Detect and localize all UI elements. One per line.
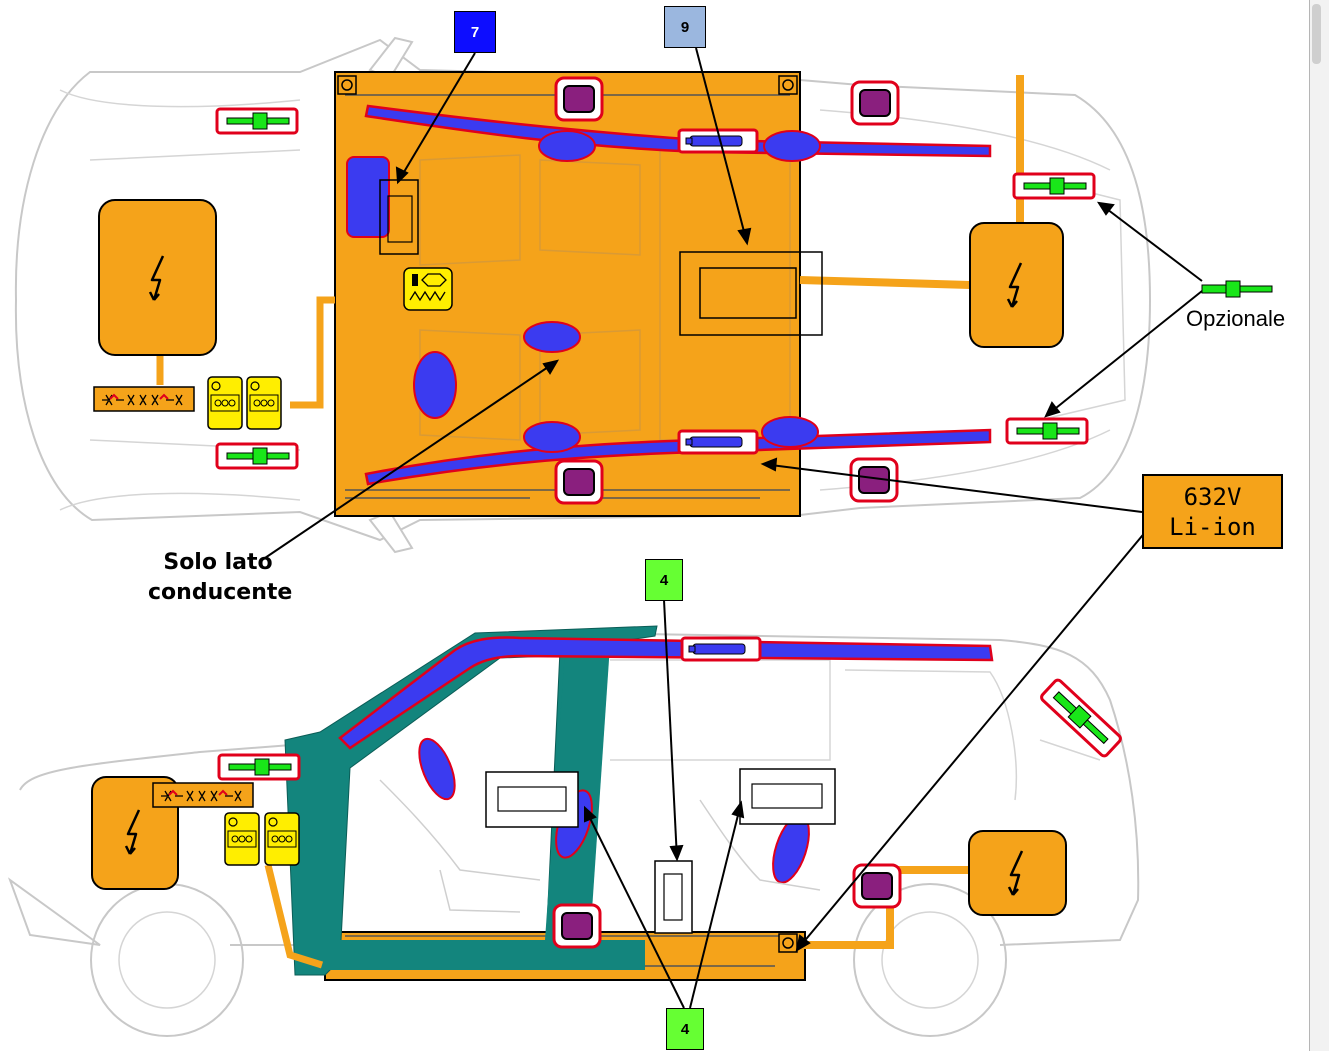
top-hv-cable-front bbox=[156, 296, 335, 409]
top-view-body-outline bbox=[14, 38, 1152, 542]
scrollbar-track[interactable] bbox=[1309, 0, 1329, 1051]
top-corner-bolt-hole-2 bbox=[782, 79, 794, 91]
callout-tag-7: 7 bbox=[454, 11, 496, 53]
top-side-airbag-rear-left bbox=[763, 130, 821, 162]
top-side-airbag-rear-right bbox=[761, 416, 819, 448]
top-gas-strut-front-right bbox=[215, 442, 299, 470]
top-corner-bolt-2 bbox=[778, 75, 798, 95]
battery-voltage-label: 632V bbox=[1183, 482, 1242, 511]
side-corner-bolt-hole bbox=[782, 937, 794, 949]
top-view-car bbox=[14, 36, 1273, 554]
side-hv-cable-front bbox=[264, 864, 324, 969]
top-control-unit-9-inner bbox=[699, 267, 797, 319]
top-rear-hv-unit bbox=[969, 222, 1064, 348]
callout-tag-4-top: 4 bbox=[645, 559, 683, 601]
side-rear-wheel-inner bbox=[881, 911, 979, 1009]
side-fuse-icon bbox=[152, 782, 254, 808]
side-control-unit-rear-inner bbox=[751, 783, 823, 809]
side-seat-outlines bbox=[379, 779, 821, 913]
top-control-unit-7-inner bbox=[387, 195, 413, 243]
side-view-car bbox=[7, 625, 1140, 1037]
top-pretensioner-front-left bbox=[554, 76, 604, 122]
top-gas-strut-rear-left bbox=[1012, 172, 1096, 200]
battery-type-label: Li-ion bbox=[1169, 512, 1256, 541]
side-rear-wheel bbox=[853, 883, 1007, 1037]
side-pretensioner-rear bbox=[852, 863, 902, 909]
top-knee-airbag bbox=[413, 351, 457, 419]
top-low-voltage-box-1 bbox=[207, 376, 243, 430]
top-side-airbag-front-left bbox=[538, 130, 596, 162]
side-curtain-airbag bbox=[338, 636, 994, 750]
top-view-mirror-bottom bbox=[368, 510, 414, 554]
top-inflator-right bbox=[677, 429, 759, 455]
top-low-voltage-box-2 bbox=[246, 376, 282, 430]
top-view-hood-lines bbox=[59, 89, 301, 511]
top-corner-bolt-hole bbox=[341, 79, 353, 91]
side-gas-strut-tailgate bbox=[1040, 678, 1122, 758]
side-control-unit-front-inner bbox=[497, 786, 567, 812]
side-control-unit-front bbox=[485, 771, 579, 828]
top-pretensioner-rear-left bbox=[850, 80, 900, 126]
side-rear-hv-unit bbox=[968, 830, 1067, 916]
callout-tag-9: 9 bbox=[664, 6, 706, 48]
top-gas-strut-front-left bbox=[215, 107, 299, 135]
top-steering-airbag bbox=[346, 156, 390, 238]
top-pretensioner-front-right bbox=[554, 459, 604, 505]
top-curtain-airbag-right bbox=[364, 428, 992, 486]
side-pretensioner-front bbox=[552, 903, 602, 949]
driver-side-label: Solo lato conducente bbox=[148, 548, 293, 608]
side-control-unit-rear bbox=[739, 768, 836, 825]
top-corner-bolt bbox=[337, 75, 357, 95]
top-side-airbag-front-right bbox=[523, 421, 581, 453]
optional-label: Opzionale bbox=[1186, 306, 1286, 331]
side-low-voltage-boxes bbox=[224, 812, 300, 866]
top-airbag-control-unit-icon bbox=[403, 267, 453, 311]
side-inflator bbox=[680, 636, 762, 662]
side-hv-cable-rear bbox=[800, 866, 975, 949]
side-airbag-front-seat bbox=[418, 737, 456, 801]
callout-tag-4-bottom: 4 bbox=[666, 1008, 704, 1050]
side-control-unit-floor-inner bbox=[663, 873, 683, 921]
top-fuse-icon bbox=[93, 386, 195, 412]
top-curtain-airbag-left bbox=[364, 104, 992, 158]
top-hv-cable-rear bbox=[799, 75, 1024, 289]
side-window-lines bbox=[610, 659, 1101, 801]
side-front-wheel bbox=[90, 883, 244, 1037]
top-interior-seats bbox=[419, 149, 791, 441]
side-front-wheel-inner bbox=[118, 911, 216, 1009]
legend-gas-strut-icon bbox=[1201, 280, 1273, 298]
side-control-unit-floor bbox=[654, 860, 693, 934]
side-corner-bolt bbox=[778, 933, 798, 953]
callout-arrows bbox=[261, 47, 1203, 1009]
top-control-unit-9 bbox=[679, 251, 823, 336]
top-front-hv-unit bbox=[98, 199, 217, 356]
battery-label-box: 632V Li-ion bbox=[1142, 474, 1283, 549]
side-gas-strut-hood bbox=[217, 753, 301, 781]
driver-side-label-line1: Solo lato bbox=[163, 550, 273, 575]
driver-side-label-line2: conducente bbox=[148, 580, 293, 605]
top-center-airbag bbox=[523, 321, 581, 353]
scrollbar-thumb[interactable] bbox=[1312, 4, 1321, 64]
top-gas-strut-rear-right bbox=[1005, 417, 1089, 445]
